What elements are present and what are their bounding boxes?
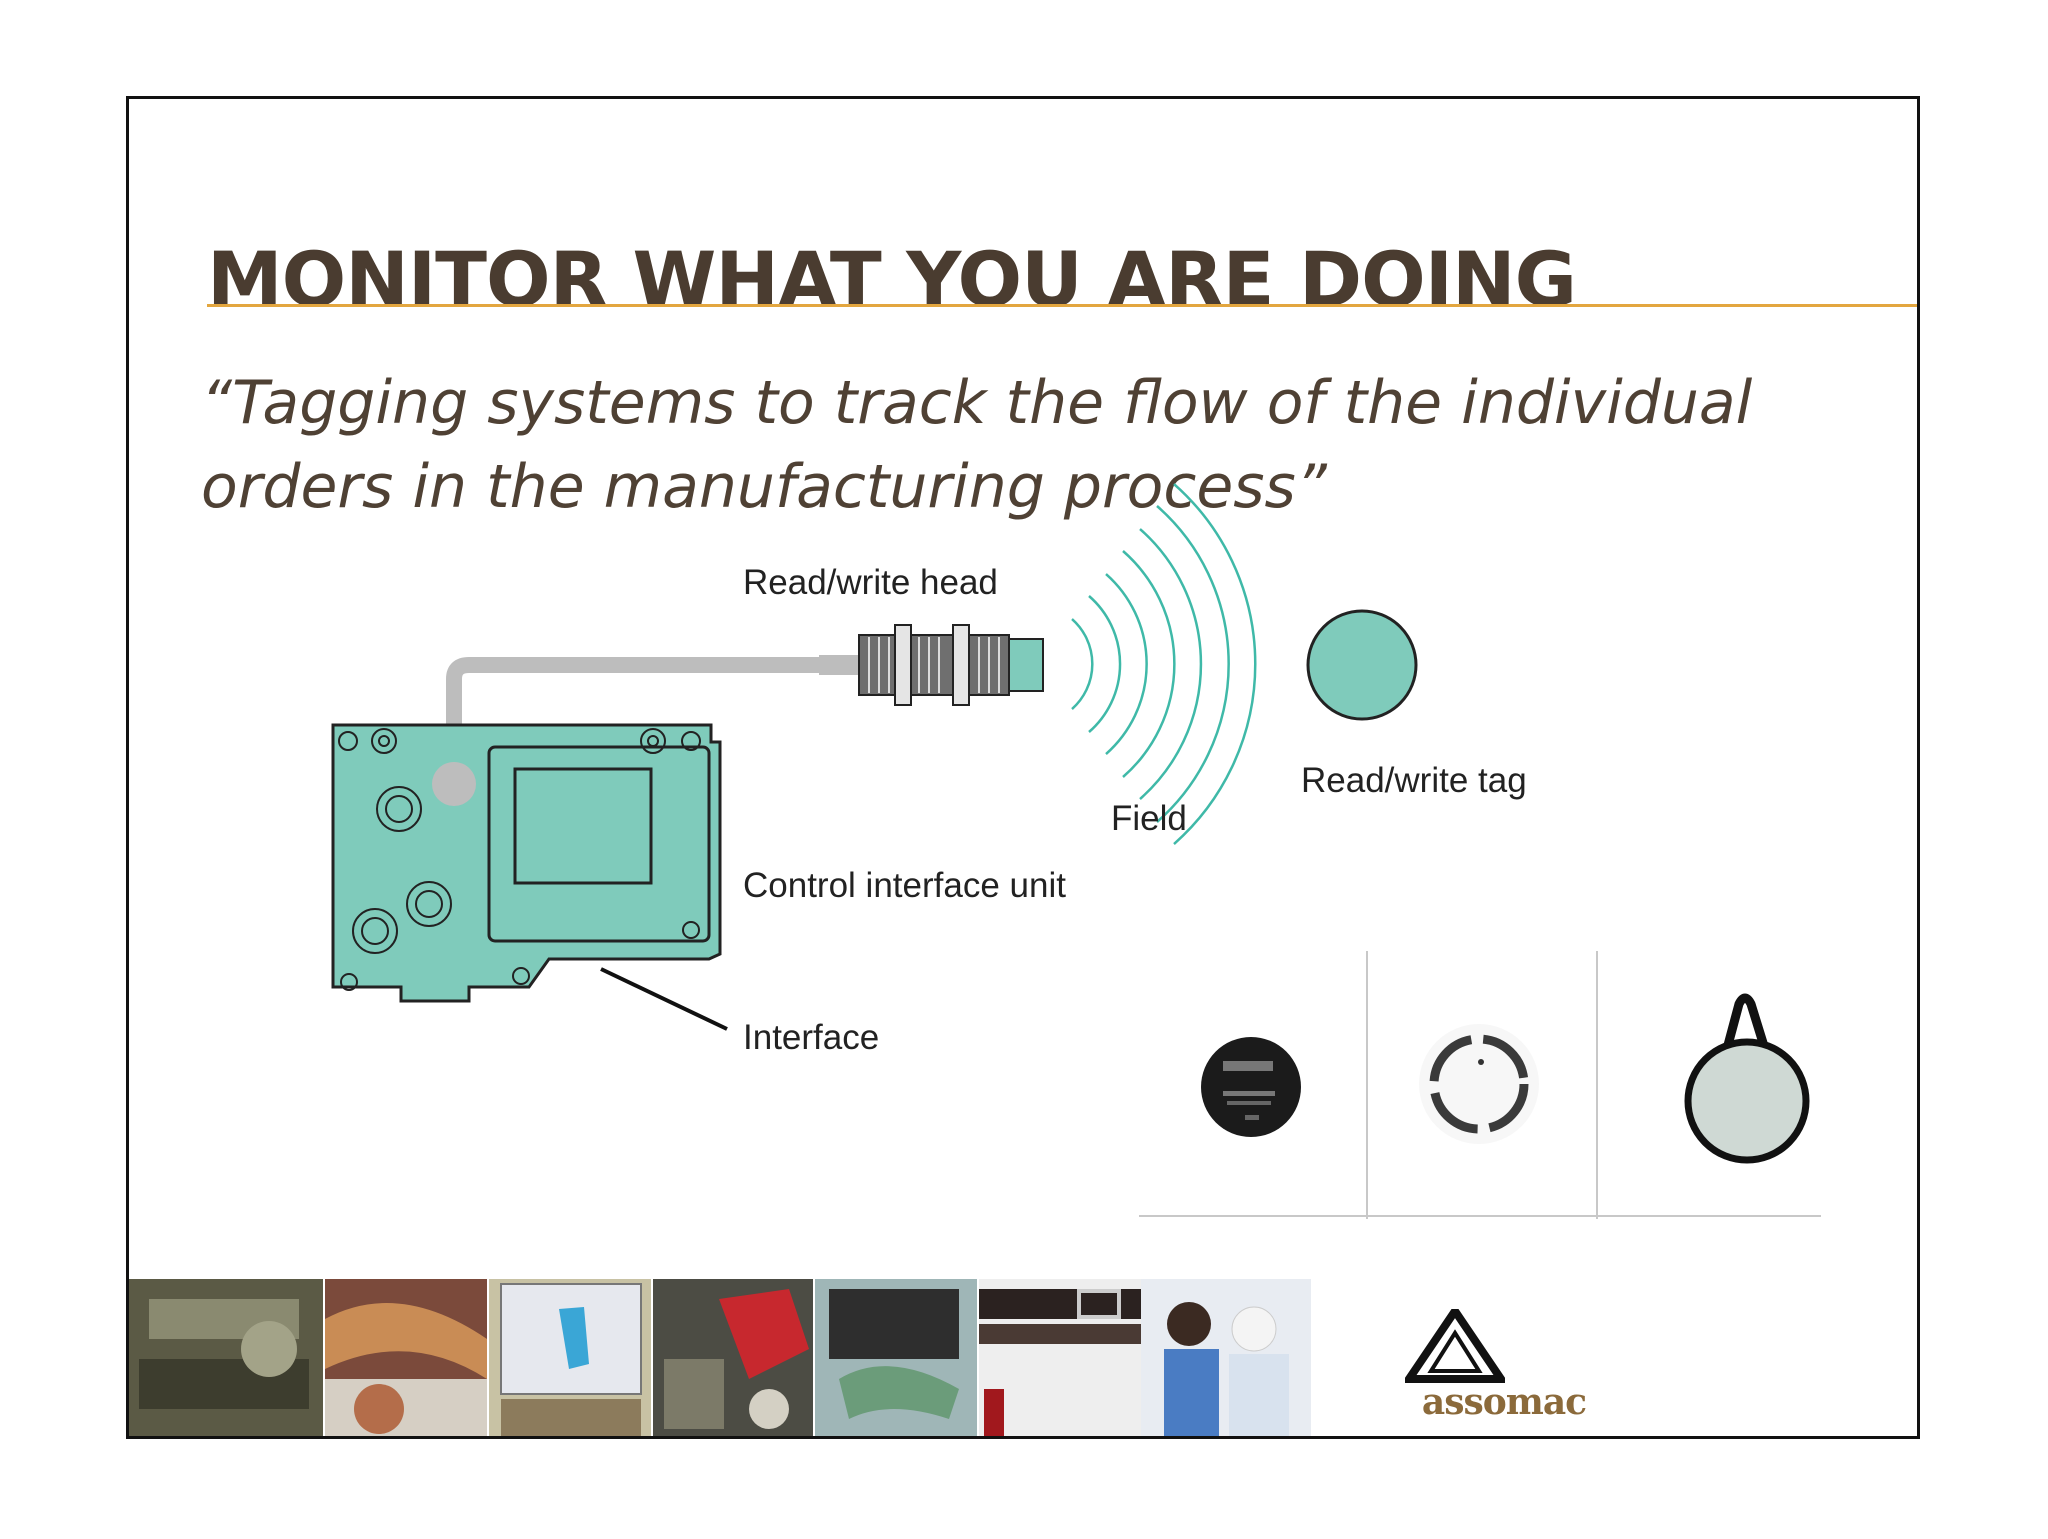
control-interface-unit-label: Control interface unit	[743, 866, 1066, 905]
keyfob-tag-icon	[1684, 993, 1810, 1164]
slide-title: MONITOR WHAT YOU ARE DOING	[207, 235, 1577, 324]
field-label: Field	[1111, 799, 1187, 838]
tag-types-panel	[1139, 951, 1821, 1219]
coin-tag-icon	[1201, 1037, 1301, 1137]
read-write-tag-label: Read/write tag	[1301, 761, 1527, 800]
shoe-lasting-photo	[815, 1279, 977, 1436]
interface-label: Interface	[743, 1018, 880, 1057]
footer-photo-strip	[129, 1279, 1311, 1436]
read-write-head-icon	[858, 624, 1044, 706]
cable	[446, 657, 829, 784]
read-write-head-label: Read/write head	[743, 563, 998, 602]
rfid-diagram	[331, 483, 1821, 1219]
slide: MONITOR WHAT YOU ARE DOING “Tagging syst…	[126, 96, 1920, 1439]
belts-photo	[979, 1279, 1141, 1436]
interface-pointer-line	[600, 967, 728, 1031]
leather-photo	[325, 1279, 487, 1436]
field-waves-icon	[1071, 483, 1257, 845]
computer-shoe-photo	[489, 1279, 651, 1436]
assomac-logo-text: assomac	[1421, 1381, 1587, 1423]
title-underline	[207, 304, 1917, 307]
read-write-tag-icon	[1306, 609, 1418, 721]
control-interface-unit-icon	[331, 723, 722, 1003]
ring-tag-icon	[1419, 1024, 1539, 1144]
shoe-manufacturing-photo	[653, 1279, 813, 1436]
assomac-logo-icon	[1405, 1309, 1505, 1383]
lab-workers-photo	[1141, 1279, 1311, 1436]
slide-quote: “Tagging systems to track the flow of th…	[201, 368, 1753, 522]
machinery-photo	[129, 1279, 323, 1436]
cable-connector	[819, 655, 859, 675]
